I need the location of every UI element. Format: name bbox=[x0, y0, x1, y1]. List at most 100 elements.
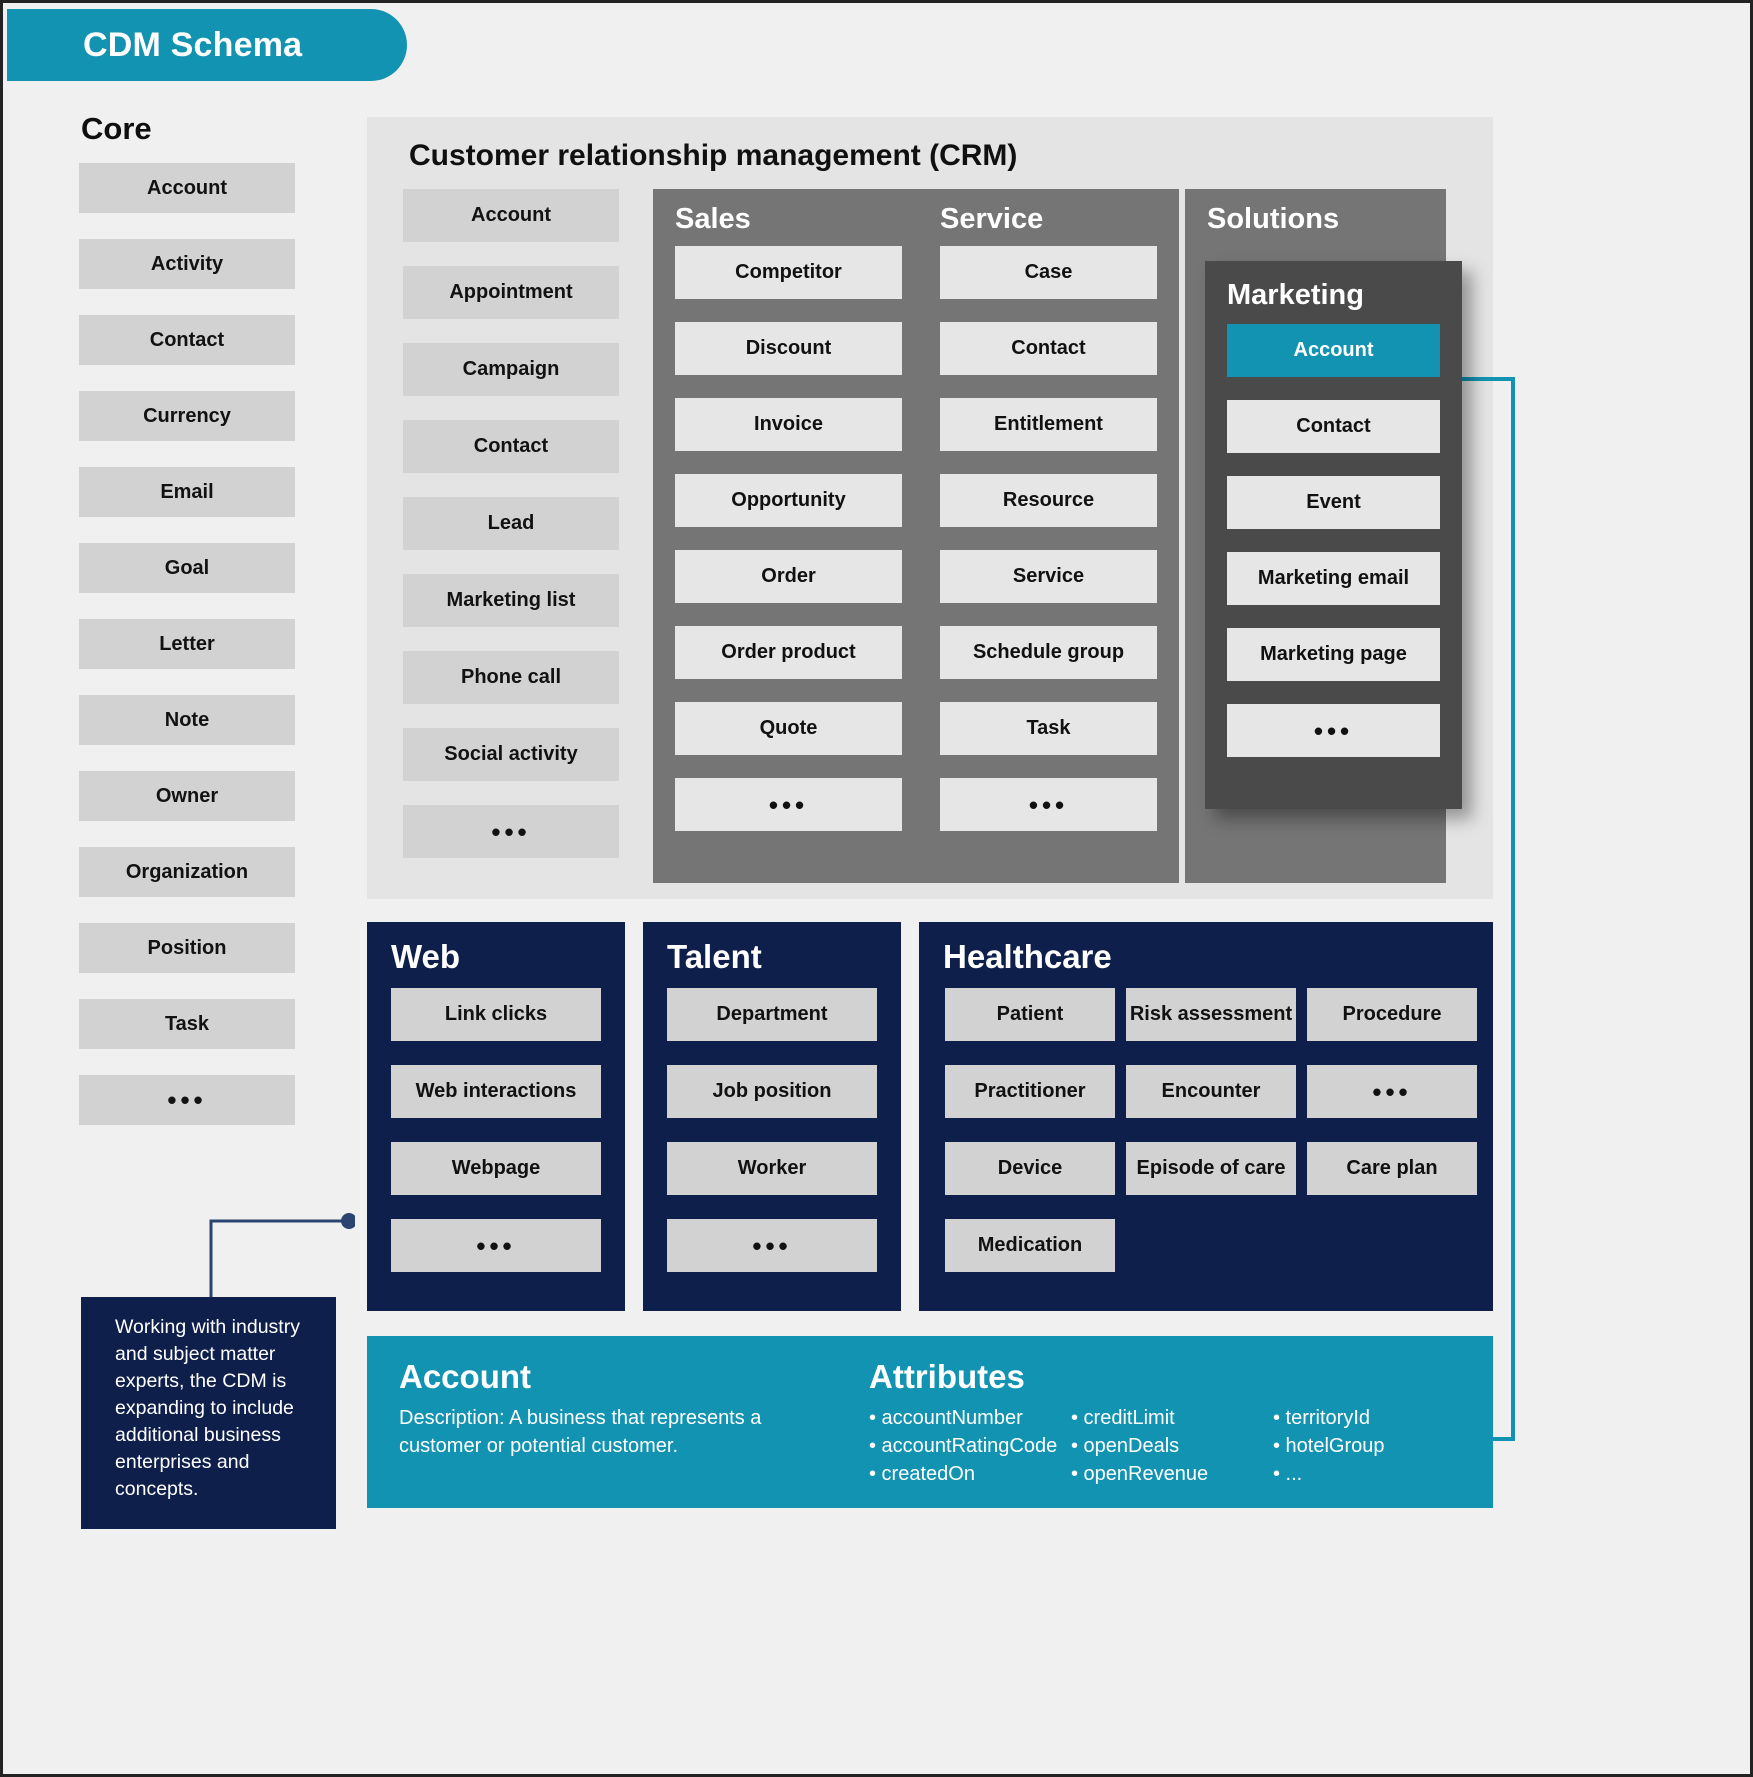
group-marketing-title: Marketing bbox=[1227, 279, 1364, 311]
talent-item-1[interactable]: Job position bbox=[667, 1065, 877, 1118]
crm-item-6[interactable]: Phone call bbox=[403, 651, 619, 704]
crm-item-7[interactable]: Social activity bbox=[403, 728, 619, 781]
group-solutions-title: Solutions bbox=[1207, 203, 1340, 235]
core-item-5[interactable]: Goal bbox=[79, 543, 295, 593]
chip-label: Marketing page bbox=[1260, 643, 1407, 665]
group-sales-item-0[interactable]: Competitor bbox=[675, 246, 902, 299]
attribute-item: • ... bbox=[1273, 1463, 1303, 1485]
core-item-10[interactable]: Position bbox=[79, 923, 295, 973]
group-service-item-3[interactable]: Resource bbox=[940, 474, 1157, 527]
entity-attributes: Attributes • accountNumber• accountRatin… bbox=[869, 1358, 1475, 1488]
chip-label: Task bbox=[164, 1012, 210, 1035]
ellipsis-icon: ••• bbox=[768, 789, 809, 820]
chip-label: Department bbox=[716, 1003, 828, 1025]
chip-label: Marketing email bbox=[1257, 567, 1410, 589]
core-item-7[interactable]: Note bbox=[79, 695, 295, 745]
chip-label: Discount bbox=[745, 337, 832, 359]
crm-item-3[interactable]: Contact bbox=[403, 420, 619, 473]
group-sales-item-6[interactable]: Quote bbox=[675, 702, 902, 755]
group-service-item-7[interactable]: ••• bbox=[940, 778, 1157, 831]
core-item-4[interactable]: Email bbox=[79, 467, 295, 517]
group-sales-item-4[interactable]: Order bbox=[675, 550, 902, 603]
marketing-item-1[interactable]: Contact bbox=[1227, 400, 1440, 453]
web-item-3[interactable]: ••• bbox=[391, 1219, 601, 1272]
core-item-9[interactable]: Organization bbox=[79, 847, 295, 897]
chip-label: Quote bbox=[759, 717, 818, 739]
chip-label: Organization bbox=[125, 860, 249, 883]
callout-text: Working with industry and subject matter… bbox=[115, 1316, 300, 1500]
chip-label: Link clicks bbox=[444, 1003, 548, 1025]
section-talent-title: Talent bbox=[667, 938, 762, 975]
crm-item-4[interactable]: Lead bbox=[403, 497, 619, 550]
core-item-11[interactable]: Task bbox=[79, 999, 295, 1049]
attribute-item: • hotelGroup bbox=[1273, 1435, 1385, 1457]
chip-label: Webpage bbox=[451, 1157, 541, 1179]
marketing-item-4[interactable]: Marketing page bbox=[1227, 628, 1440, 681]
healthcare-item-9[interactable]: Medication bbox=[945, 1219, 1115, 1272]
talent-item-2[interactable]: Worker bbox=[667, 1142, 877, 1195]
group-service-item-0[interactable]: Case bbox=[940, 246, 1157, 299]
marketing-item-3[interactable]: Marketing email bbox=[1227, 552, 1440, 605]
attribute-item: • accountRatingCode bbox=[869, 1435, 1058, 1457]
healthcare-item-2[interactable]: Procedure bbox=[1307, 988, 1477, 1041]
core-item-1[interactable]: Activity bbox=[79, 239, 295, 289]
chip-label: Practitioner bbox=[974, 1080, 1086, 1102]
group-sales-item-2[interactable]: Invoice bbox=[675, 398, 902, 451]
group-sales-item-3[interactable]: Opportunity bbox=[675, 474, 902, 527]
crm-item-2[interactable]: Campaign bbox=[403, 343, 619, 396]
group-service-item-2[interactable]: Entitlement bbox=[940, 398, 1157, 451]
healthcare-item-7[interactable]: Episode of care bbox=[1126, 1142, 1296, 1195]
chip-label: Case bbox=[1024, 261, 1073, 283]
entity-detail-panel: Account Description: A business that rep… bbox=[367, 1336, 1493, 1508]
core-item-6[interactable]: Letter bbox=[79, 619, 295, 669]
chip-label: Task bbox=[1026, 717, 1071, 739]
marketing-item-2[interactable]: Event bbox=[1227, 476, 1440, 529]
healthcare-item-5[interactable]: ••• bbox=[1307, 1065, 1477, 1118]
core-item-0[interactable]: Account bbox=[79, 163, 295, 213]
attribute-item: • createdOn bbox=[869, 1463, 975, 1485]
marketing-item-0[interactable]: Account bbox=[1227, 324, 1440, 377]
marketing-item-5[interactable]: ••• bbox=[1227, 704, 1440, 757]
chip-label: Order bbox=[761, 565, 816, 587]
chip-label: Account bbox=[147, 176, 227, 199]
web-item-2[interactable]: Webpage bbox=[391, 1142, 601, 1195]
healthcare-item-3[interactable]: Practitioner bbox=[945, 1065, 1115, 1118]
group-sales-item-1[interactable]: Discount bbox=[675, 322, 902, 375]
core-item-3[interactable]: Currency bbox=[79, 391, 295, 441]
healthcare-item-8[interactable]: Care plan bbox=[1307, 1142, 1477, 1195]
web-item-0[interactable]: Link clicks bbox=[391, 988, 601, 1041]
healthcare-item-4[interactable]: Encounter bbox=[1126, 1065, 1296, 1118]
group-service-item-5[interactable]: Schedule group bbox=[940, 626, 1157, 679]
healthcare-item-1[interactable]: Risk assessment bbox=[1126, 988, 1296, 1041]
core-item-2[interactable]: Contact bbox=[79, 315, 295, 365]
healthcare-item-6[interactable]: Device bbox=[945, 1142, 1115, 1195]
web-item-1[interactable]: Web interactions bbox=[391, 1065, 601, 1118]
group-sales-item-7[interactable]: ••• bbox=[675, 778, 902, 831]
crm-item-8[interactable]: ••• bbox=[403, 805, 619, 858]
chip-label: Service bbox=[1012, 565, 1085, 587]
talent-item-0[interactable]: Department bbox=[667, 988, 877, 1041]
group-sales-item-5[interactable]: Order product bbox=[675, 626, 902, 679]
group-sales-title: Sales bbox=[675, 203, 751, 235]
crm-item-5[interactable]: Marketing list bbox=[403, 574, 619, 627]
attributes-column-3: • territoryId• hotelGroup• ... bbox=[1273, 1404, 1475, 1488]
chip-label: Worker bbox=[737, 1157, 807, 1179]
chip-label: Position bbox=[147, 936, 227, 959]
group-service-item-4[interactable]: Service bbox=[940, 550, 1157, 603]
crm-item-1[interactable]: Appointment bbox=[403, 266, 619, 319]
group-service-item-1[interactable]: Contact bbox=[940, 322, 1157, 375]
chip-label: Contact bbox=[1296, 415, 1371, 437]
healthcare-item-0[interactable]: Patient bbox=[945, 988, 1115, 1041]
group-service-item-6[interactable]: Task bbox=[940, 702, 1157, 755]
chip-label: Medication bbox=[977, 1234, 1083, 1256]
core-item-8[interactable]: Owner bbox=[79, 771, 295, 821]
chip-label: Contact bbox=[1011, 337, 1086, 359]
talent-item-3[interactable]: ••• bbox=[667, 1219, 877, 1272]
core-item-12[interactable]: ••• bbox=[79, 1075, 295, 1125]
crm-item-0[interactable]: Account bbox=[403, 189, 619, 242]
callout-note: Working with industry and subject matter… bbox=[81, 1297, 336, 1529]
